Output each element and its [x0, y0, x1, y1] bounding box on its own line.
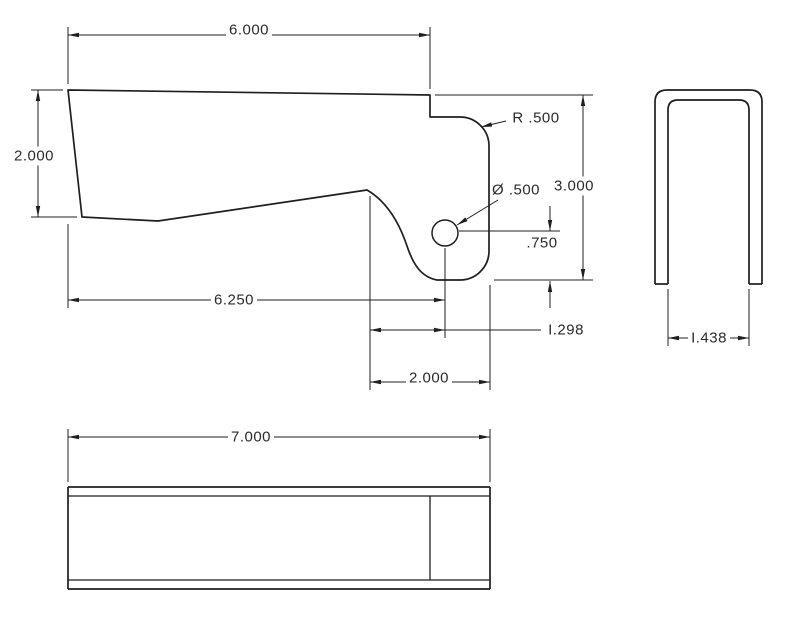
dim-top-width: 6.000	[225, 20, 273, 40]
dim-hole-to-bottom: .750	[526, 234, 558, 252]
dim-hole-diameter: Ø .500	[491, 181, 541, 199]
front-dimension-lines	[35, 32, 586, 385]
front-view	[31, 27, 593, 390]
front-view-outline	[67, 89, 490, 281]
dim-overall-length: 7.000	[227, 427, 275, 447]
dim-notch-to-edge: 2.000	[405, 368, 453, 388]
dim-left-to-hole: 6.250	[210, 290, 258, 310]
end-view-inner	[667, 99, 750, 284]
end-view-outer	[654, 89, 763, 284]
front-extension-lines	[31, 27, 593, 390]
hole-circle	[431, 219, 459, 247]
diameter-leader-arrow	[456, 199, 499, 226]
end-view	[654, 89, 763, 346]
dim-notch-to-hole: I.298	[548, 321, 584, 339]
dim-overall-height: 3.000	[550, 176, 598, 196]
top-view	[67, 429, 491, 590]
dim-corner-radius: R .500	[512, 109, 560, 127]
dim-inner-width: I.438	[688, 328, 730, 348]
radius-leader-arrow	[480, 120, 507, 128]
dim-left-height: 2.000	[10, 146, 58, 166]
top-view-outline	[67, 486, 491, 590]
